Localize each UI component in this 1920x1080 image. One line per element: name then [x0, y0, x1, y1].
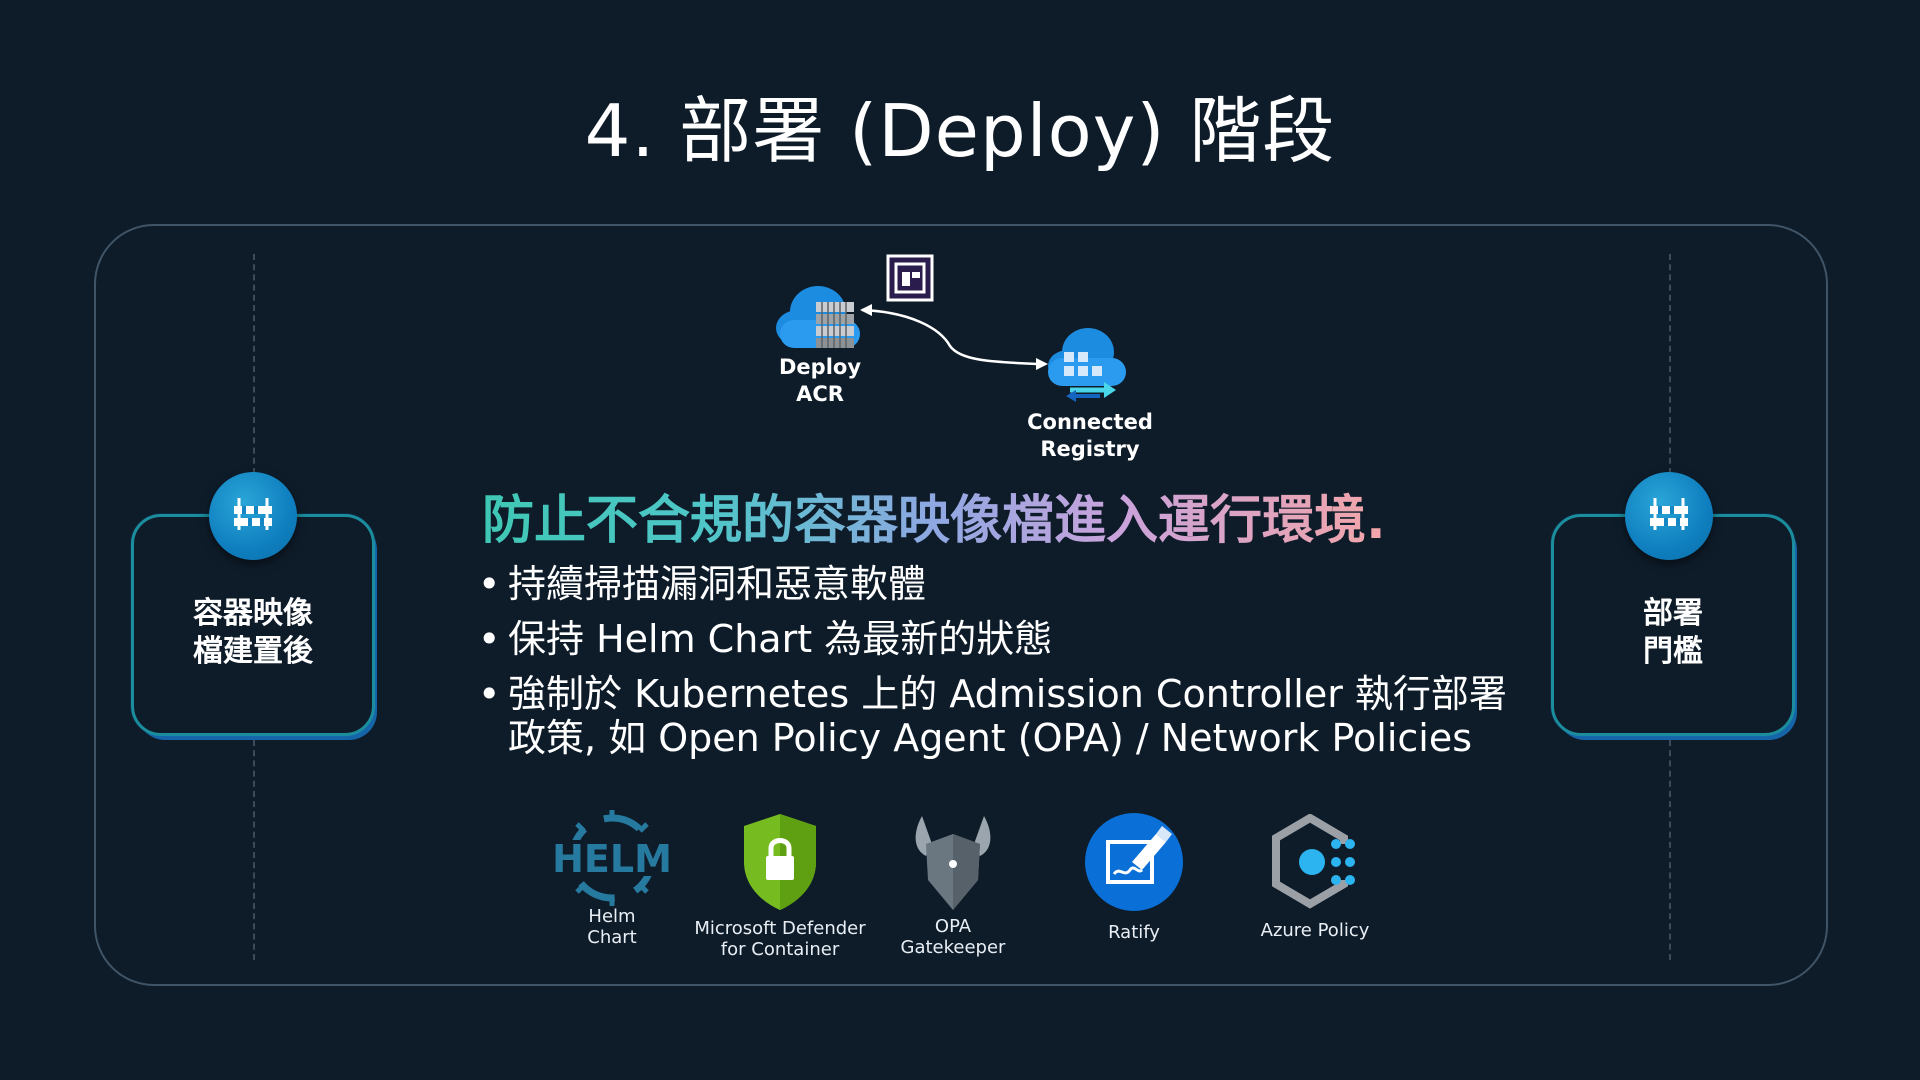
headline: 防止不合規的容器映像檔進入運行環境. — [482, 478, 1386, 553]
tool-defender-label-line1: Microsoft Defender — [694, 918, 866, 939]
acr-cloud-icon — [776, 286, 860, 348]
right-dashed-line-bottom — [1669, 740, 1671, 960]
tool-ratify-label-line1: Ratify — [1108, 922, 1160, 943]
azure-policy-icon — [1272, 813, 1360, 909]
tool-helm-label-line1: Helm — [588, 906, 636, 927]
bullet-item: 持續掃描漏洞和惡意軟體 — [478, 562, 1518, 606]
tool-defender-label: Microsoft Defender for Container — [690, 918, 870, 960]
main-frame — [94, 224, 1828, 986]
right-gate-label-line1: 部署 — [1643, 596, 1703, 631]
deploy-acr-label: Deploy ACR — [760, 354, 880, 408]
opa-gatekeeper-icon — [915, 816, 991, 910]
connected-registry-label-line2: Registry — [1040, 437, 1140, 461]
connected-registry-label-line1: Connected — [1027, 410, 1153, 434]
tool-azure-policy-label: Azure Policy — [1250, 920, 1380, 941]
defender-shield-icon — [744, 814, 816, 910]
ratify-icon — [1085, 813, 1183, 911]
registry-sync-diagram — [776, 254, 1126, 402]
helm-icon: HELM — [552, 810, 672, 906]
connected-registry-cloud-icon — [1048, 328, 1126, 402]
right-gate-barrier-icon — [1625, 472, 1713, 560]
right-gate-label: 部署 門檻 — [1554, 595, 1792, 671]
deploy-acr-label-line2: ACR — [796, 382, 844, 406]
left-gate-barrier-icon — [209, 472, 297, 560]
left-gate-label: 容器映像 檔建置後 — [134, 595, 372, 671]
left-gate-label-line1: 容器映像 — [193, 596, 313, 631]
connected-registry-label: Connected Registry — [1020, 409, 1160, 463]
bullet-item: 保持 Helm Chart 為最新的狀態 — [478, 617, 1518, 661]
tool-azure-policy: Azure Policy — [1250, 813, 1380, 941]
bullet-item: 強制於 Kubernetes 上的 Admission Controller 執… — [478, 672, 1518, 760]
left-gate-label-line2: 檔建置後 — [193, 634, 313, 669]
tool-azure-policy-label-line1: Azure Policy — [1260, 920, 1370, 941]
tool-opa-label-line2: Gatekeeper — [900, 937, 1006, 958]
left-dashed-line-top — [253, 254, 255, 474]
tool-helm-label-line2: Chart — [587, 927, 637, 948]
page-title: 4. 部署 (Deploy) 階段 — [584, 89, 1336, 173]
right-dashed-line-top — [1669, 254, 1671, 474]
tool-ratify: Ratify — [1064, 812, 1204, 943]
left-dashed-line-bottom — [253, 740, 255, 960]
tool-opa-label-line1: OPA — [934, 916, 972, 937]
container-image-icon — [886, 254, 934, 302]
tool-defender-label-line2: for Container — [720, 939, 840, 960]
svg-text:HELM: HELM — [552, 837, 672, 881]
tool-opa: OPA Gatekeeper — [883, 814, 1023, 958]
tool-helm-label: Helm Chart — [542, 906, 682, 948]
right-gate-label-line2: 門檻 — [1643, 634, 1703, 669]
tool-helm: HELM Helm Chart — [542, 810, 682, 948]
tool-defender: Microsoft Defender for Container — [690, 812, 870, 960]
tool-opa-label: OPA Gatekeeper — [883, 916, 1023, 958]
deploy-acr-label-line1: Deploy — [778, 355, 862, 379]
tool-ratify-label: Ratify — [1064, 922, 1204, 943]
bullet-list: 持續掃描漏洞和惡意軟體 保持 Helm Chart 為最新的狀態 強制於 Kub… — [478, 562, 1518, 771]
